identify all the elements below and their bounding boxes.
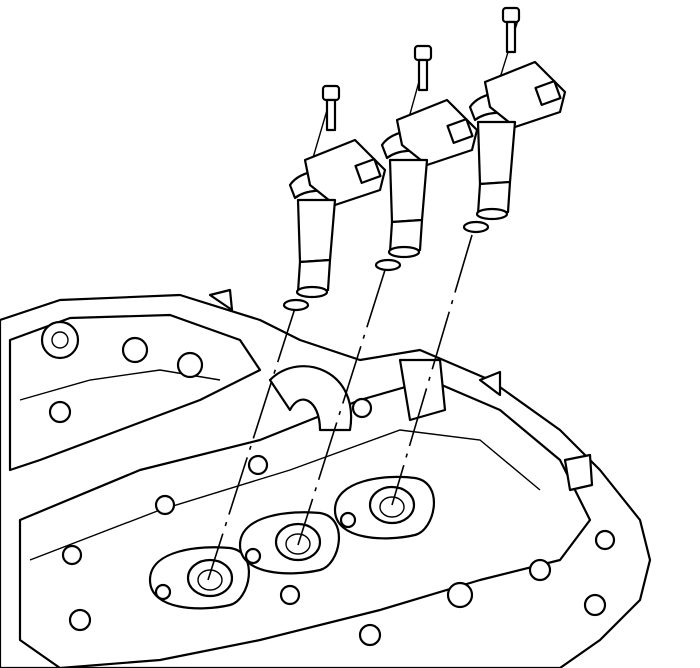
spark-plug-hole-1 <box>148 546 250 610</box>
spark-plug-hole-3 <box>333 475 435 540</box>
alignment-line-2 <box>297 269 386 546</box>
ignition-coil-2 <box>374 44 479 272</box>
spark-plug-hole-2 <box>238 511 340 575</box>
cylinder-head <box>0 288 652 668</box>
ignition-coil-1 <box>282 84 387 312</box>
ignition-coil-3 <box>462 6 567 234</box>
coil-bolt <box>321 84 341 132</box>
alignment-line-3 <box>391 234 473 506</box>
alignment-line-1 <box>207 304 297 581</box>
